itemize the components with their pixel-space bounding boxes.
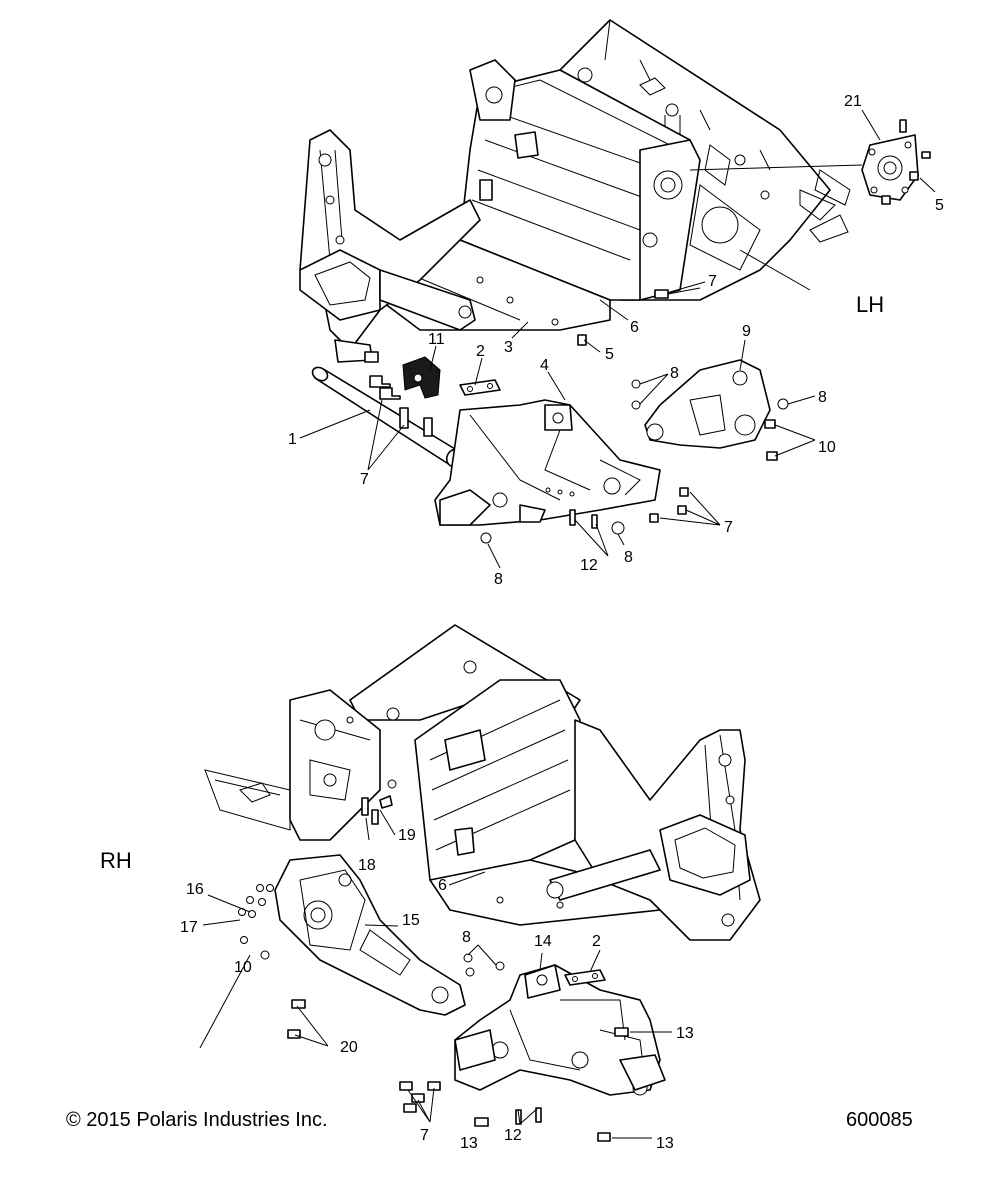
callout-21: 21 bbox=[844, 93, 862, 110]
bracket-11 bbox=[402, 356, 441, 399]
callout-9: 9 bbox=[742, 323, 751, 340]
callout-19: 19 bbox=[398, 827, 416, 844]
lower-view-rh: 19 18 6 16 17 15 10 8 14 2 13 20 7 13 12… bbox=[100, 624, 761, 1152]
callout-20: 20 bbox=[340, 1039, 358, 1056]
callout-8d: 8 bbox=[494, 571, 503, 588]
rh-side-plate-lower bbox=[204, 689, 381, 841]
callout-7: 7 bbox=[420, 1127, 429, 1144]
leaders-upper bbox=[299, 109, 936, 569]
fasteners-18-19 bbox=[361, 779, 397, 825]
callout-1: 1 bbox=[288, 431, 297, 448]
chassis-body-upper bbox=[459, 59, 701, 301]
callout-17: 17 bbox=[180, 919, 198, 936]
callout-2: 2 bbox=[476, 343, 485, 360]
callout-12: 12 bbox=[580, 557, 598, 574]
chassis-body-lower bbox=[414, 679, 581, 891]
callout-12: 12 bbox=[504, 1127, 522, 1144]
lh-label: LH bbox=[856, 292, 884, 317]
rh-label: RH bbox=[100, 848, 132, 873]
callout-7a: 7 bbox=[360, 471, 369, 488]
callout-4: 4 bbox=[540, 357, 549, 374]
callout-6: 6 bbox=[438, 877, 447, 894]
callout-10: 10 bbox=[234, 959, 252, 976]
copyright-text: © 2015 Polaris Industries Inc. bbox=[66, 1109, 328, 1131]
callout-8c: 8 bbox=[624, 549, 633, 566]
suspension-mount-4-upper bbox=[434, 399, 661, 526]
callout-8a: 8 bbox=[670, 365, 679, 382]
callout-11: 11 bbox=[428, 331, 445, 348]
figure-number: 600085 bbox=[846, 1109, 913, 1131]
callout-18: 18 bbox=[358, 857, 376, 874]
callout-6: 6 bbox=[630, 319, 639, 336]
front-suspension-tower-upper bbox=[299, 129, 481, 363]
callout-8: 8 bbox=[462, 929, 471, 946]
frame-fasteners-upper bbox=[364, 287, 701, 363]
leaders-lower bbox=[199, 809, 672, 1139]
suspension-mount-14-lower bbox=[454, 964, 666, 1096]
fasteners-left-lower bbox=[238, 884, 306, 1039]
plate-2-lower bbox=[564, 969, 606, 986]
tube-1 bbox=[311, 366, 465, 468]
callout-3: 3 bbox=[504, 339, 513, 356]
side-bracket-15 bbox=[274, 854, 466, 1016]
suspension-tower-lower bbox=[546, 719, 761, 941]
callout-5a: 5 bbox=[605, 346, 614, 363]
callouts-lower: 19 18 6 16 17 15 10 8 14 2 13 20 7 13 12… bbox=[180, 827, 694, 1152]
bolts-7-upper-left bbox=[369, 375, 433, 437]
callout-14: 14 bbox=[534, 933, 552, 950]
upper-view-lh: 1 7 11 2 3 4 5 6 7 8 9 8 10 7 8 12 8 21 … bbox=[288, 19, 944, 588]
callout-13a: 13 bbox=[676, 1025, 694, 1042]
bearing-plate-21 bbox=[689, 119, 931, 205]
plate-2-upper bbox=[459, 379, 501, 396]
callout-10: 10 bbox=[818, 439, 836, 456]
callout-15: 15 bbox=[402, 912, 420, 929]
callout-8b: 8 bbox=[818, 389, 827, 406]
callout-5b: 5 bbox=[935, 197, 944, 214]
callout-7c: 7 bbox=[724, 519, 733, 536]
callout-13b: 13 bbox=[460, 1135, 478, 1152]
callout-13c: 13 bbox=[656, 1135, 674, 1152]
callout-7b: 7 bbox=[708, 273, 717, 290]
callout-2: 2 bbox=[592, 933, 601, 950]
side-bracket-9 bbox=[644, 359, 771, 449]
callouts-upper: 1 7 11 2 3 4 5 6 7 8 9 8 10 7 8 12 8 21 … bbox=[288, 93, 944, 588]
callout-16: 16 bbox=[186, 881, 204, 898]
